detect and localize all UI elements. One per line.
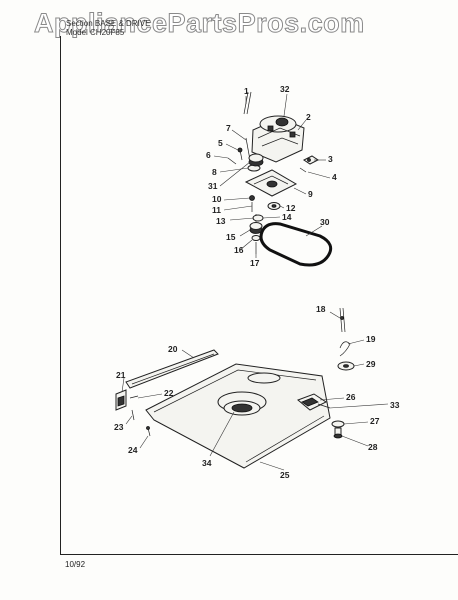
- section-label: Section BASE & DRIVE: [66, 19, 151, 28]
- callout-5: 5: [218, 138, 223, 148]
- part-28-leveling-leg: [333, 427, 343, 439]
- part-33-clamp: [317, 403, 331, 409]
- part-34-tub-hub: [217, 391, 267, 416]
- callout-33: 33: [390, 400, 400, 410]
- callout-31: 31: [208, 181, 218, 191]
- part-9-mount-plate: [244, 169, 298, 197]
- callout-20: 20: [168, 344, 178, 354]
- callout-10: 10: [212, 194, 222, 204]
- callout-22: 22: [164, 388, 174, 398]
- part-18-upright: [339, 307, 346, 333]
- callout-17: 17: [250, 258, 260, 268]
- page-frame: [60, 36, 458, 555]
- callout-labels: 1 32 2 3 4 5 6 7 8 31 9 10 11 12 13 14 1…: [114, 84, 400, 480]
- callout-30: 30: [320, 217, 330, 227]
- part-20-rail: [125, 349, 219, 389]
- part-14-washer: [252, 214, 264, 222]
- callout-11: 11: [212, 205, 221, 215]
- callout-6: 6: [206, 150, 211, 160]
- callout-16: 16: [234, 245, 244, 255]
- callout-21: 21: [116, 370, 126, 380]
- section-header: Section BASE & DRIVE Model CH20F85: [66, 19, 150, 37]
- part-25-base-plate: [145, 363, 331, 469]
- part-19-hook: [339, 341, 351, 357]
- part-21-bracket: [115, 389, 127, 411]
- callout-14: 14: [282, 212, 292, 222]
- callout-4: 4: [332, 172, 337, 182]
- callout-2: 2: [306, 112, 311, 122]
- part-2-motor: [251, 115, 305, 163]
- part-29-washer: [337, 361, 355, 371]
- watermark: AppliancePartsPros.com: [34, 8, 365, 39]
- part-12-grommet: [267, 202, 281, 210]
- callout-19: 19: [366, 334, 376, 344]
- part-22-clip: [129, 395, 139, 399]
- part-32-motor-cap: [275, 117, 289, 127]
- part-4-screw: [299, 167, 307, 173]
- callout-8: 8: [212, 167, 217, 177]
- revision-date: 10/92: [65, 560, 86, 569]
- part-27-foot-pad: [331, 420, 345, 428]
- callout-13: 13: [216, 216, 226, 226]
- callout-27: 27: [370, 416, 380, 426]
- part-26-bracket: [297, 393, 327, 411]
- callout-34: 34: [202, 458, 212, 468]
- callout-24: 24: [128, 445, 138, 455]
- part-6-bolt: [227, 157, 237, 165]
- callout-7: 7: [226, 123, 231, 133]
- part-16-collar: [251, 235, 261, 241]
- callout-1: 1: [244, 86, 249, 96]
- callout-18: 18: [316, 304, 326, 314]
- callout-25: 25: [280, 470, 290, 480]
- part-15-pulley: [249, 222, 263, 234]
- callout-32: 32: [280, 84, 290, 94]
- model-label: Model CH20F85: [66, 28, 125, 37]
- callout-23: 23: [114, 422, 124, 432]
- callout-29: 29: [366, 359, 376, 369]
- callout-15: 15: [226, 232, 236, 242]
- callout-12: 12: [286, 203, 296, 213]
- part-31-coupling: [248, 153, 264, 167]
- part-23-screw: [131, 409, 135, 421]
- leader-lines: [121, 93, 389, 471]
- part-30-drive-belt: [259, 222, 333, 267]
- callout-28: 28: [368, 442, 378, 452]
- part-5-screw: [237, 147, 243, 161]
- part-24-bolt: [146, 426, 151, 437]
- part-10-nut: [249, 195, 255, 201]
- callout-9: 9: [308, 189, 313, 199]
- callout-3: 3: [328, 154, 333, 164]
- callout-26: 26: [346, 392, 356, 402]
